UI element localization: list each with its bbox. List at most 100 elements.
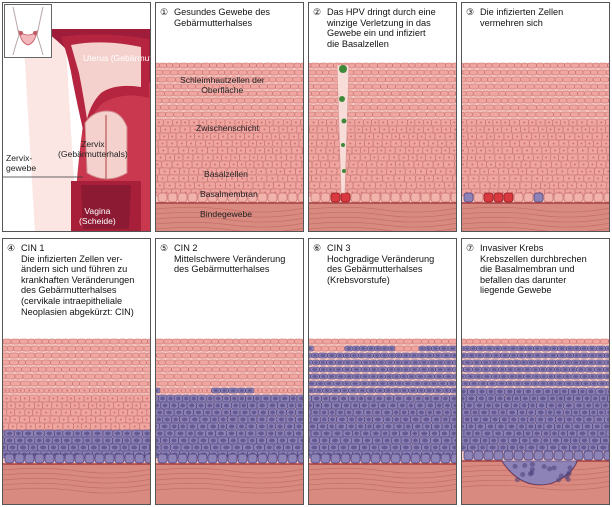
epithelial-cell [219, 111, 229, 118]
epithelial-cell [362, 69, 372, 76]
epithelial-cell [538, 76, 548, 83]
cell-nucleus [50, 445, 57, 450]
epithelial-cell [156, 139, 159, 148]
epithelial-cell [554, 76, 564, 83]
epithelial-cell [3, 408, 8, 417]
epithelial-cell [219, 366, 229, 373]
cell-nucleus [286, 431, 292, 436]
cell-nucleus [410, 184, 413, 187]
cell-nucleus [488, 156, 491, 159]
cell-nucleus [230, 135, 233, 138]
cell-nucleus [76, 425, 79, 428]
cell-nucleus [269, 156, 272, 159]
cell-nucleus [609, 397, 610, 401]
cell-nucleus [99, 418, 102, 421]
epithelial-cell [418, 83, 428, 90]
cell-nucleus [557, 361, 562, 364]
epithelial-cell [61, 366, 70, 373]
cell-nucleus [372, 149, 375, 152]
invasive-cancer-illustration [462, 338, 610, 504]
epithelial-cell [156, 83, 166, 90]
cell-nucleus [255, 396, 260, 401]
epithelial-cell [143, 345, 150, 352]
cell-nucleus [337, 354, 342, 357]
cell-nucleus [484, 375, 490, 378]
cell-nucleus [428, 184, 431, 187]
cell-nucleus [310, 149, 313, 152]
cell-nucleus [453, 121, 456, 124]
cell-nucleus [54, 438, 60, 443]
invading-cell-nucleus [547, 466, 553, 472]
cell-nucleus [324, 163, 327, 166]
epithelial-cell [309, 104, 314, 111]
cell-nucleus [101, 389, 104, 392]
epithelial-cell [208, 359, 218, 366]
cell-nucleus [18, 411, 21, 414]
epithelial-cell [246, 366, 256, 373]
cell-nucleus [590, 184, 593, 187]
cell-nucleus [448, 156, 451, 159]
basal-cell [390, 192, 401, 203]
cell-nucleus [424, 424, 430, 429]
epithelial-cell [377, 104, 387, 111]
epithelial-cell [216, 62, 225, 69]
epithelial-cell [513, 69, 522, 76]
basal-cell [237, 192, 248, 203]
uterus-label: Uterus (Gebärmutter) [83, 53, 151, 63]
epithelial-cell [156, 97, 163, 104]
cell-nucleus [192, 417, 198, 422]
cell-nucleus [156, 163, 159, 166]
cell-nucleus [507, 135, 510, 138]
epithelial-cell [302, 382, 303, 385]
epithelial-cell [370, 69, 379, 76]
cell-nucleus [241, 177, 244, 180]
cell-nucleus [126, 404, 129, 407]
epithelial-cell [605, 181, 609, 190]
epithelial-cell [223, 104, 234, 111]
epithelial-cell [302, 70, 303, 75]
cell-nucleus [542, 135, 545, 138]
cell-nucleus [439, 191, 442, 194]
epithelial-cell [449, 146, 456, 155]
epithelial-cell [601, 132, 609, 141]
epithelial-cell [173, 352, 183, 359]
cell-nucleus [532, 438, 539, 443]
epithelial-cell [3, 373, 7, 380]
cell-nucleus [158, 184, 161, 187]
cell-nucleus [444, 389, 449, 392]
cell-nucleus [277, 431, 283, 436]
cell-nucleus [335, 184, 338, 187]
cell-nucleus [427, 410, 433, 415]
cell-nucleus [498, 135, 501, 138]
cell-nucleus [592, 128, 595, 131]
cell-nucleus [337, 361, 343, 364]
invading-cell-nucleus [556, 477, 562, 483]
cell-nucleus [398, 163, 401, 166]
basal-cell [257, 453, 268, 464]
epithelial-cell [416, 69, 425, 76]
basal-cell [157, 453, 168, 464]
cell-nucleus [108, 389, 111, 392]
cell-nucleus [535, 347, 540, 350]
epithelial-cell [361, 104, 371, 111]
epithelial-cell [261, 111, 272, 118]
cell-nucleus [389, 382, 394, 385]
cell-nucleus [437, 368, 443, 371]
epithelial-cell [246, 373, 256, 380]
epithelial-cell [265, 90, 273, 97]
epithelial-cell [267, 104, 278, 111]
cell-nucleus [409, 170, 412, 173]
epithelial-cell [561, 338, 570, 345]
cell-nucleus [94, 411, 97, 414]
cell-nucleus [291, 177, 294, 180]
cell-nucleus [312, 156, 315, 159]
cell-nucleus [387, 361, 393, 364]
cell-nucleus [215, 403, 220, 408]
cell-nucleus [600, 163, 603, 166]
cell-nucleus [521, 403, 527, 408]
cell-nucleus [219, 121, 222, 124]
cell-nucleus [470, 128, 473, 131]
cell-nucleus [412, 417, 419, 422]
epithelial-cell [382, 338, 390, 345]
cell-nucleus [322, 135, 325, 138]
